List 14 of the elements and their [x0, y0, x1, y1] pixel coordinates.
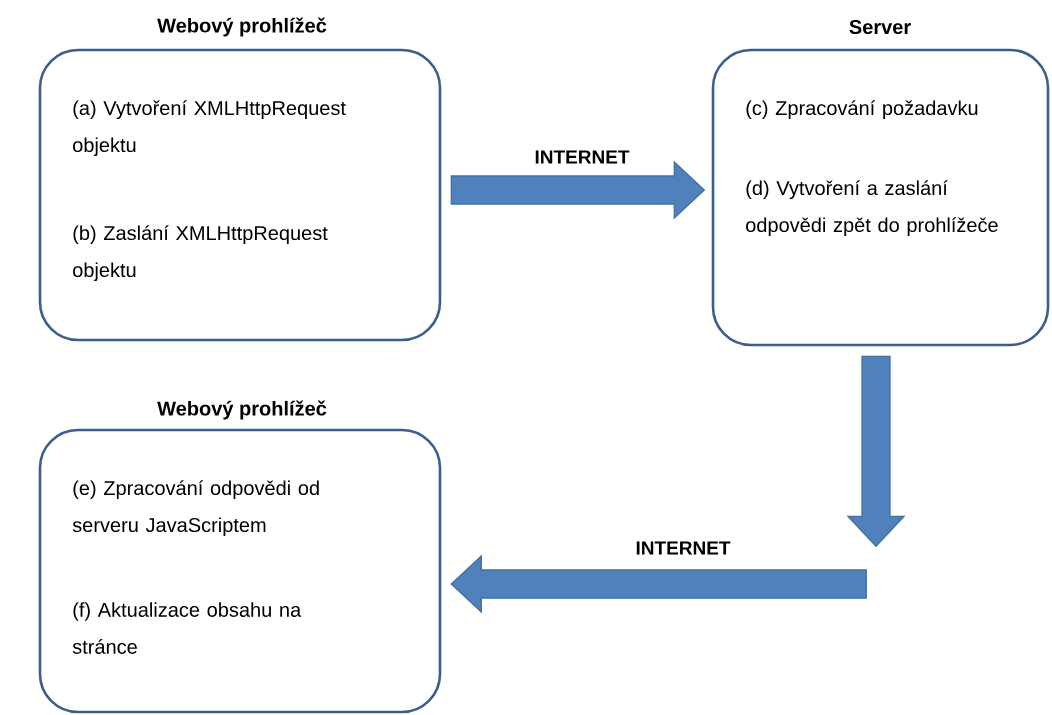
box-heading: Server: [849, 19, 911, 35]
block-arrow: [450, 554, 867, 614]
box-heading: Webový prohlížeč: [157, 17, 327, 37]
edge-label: INTERNET: [533, 149, 631, 165]
step-text: (a) Vytvoření XMLHttpRequest objektu: [73, 100, 346, 157]
step-text: (c) Zpracování požadavku: [746, 100, 978, 120]
step-text: (d) Vytvoření a zaslání odpovědi zpět do prohlížeče: [746, 180, 998, 237]
edge-label: INTERNET: [634, 540, 732, 556]
box-heading: Webový prohlížeč: [157, 400, 327, 420]
step-text: (f) Aktualizace obsahu na stránce: [72, 602, 302, 654]
step-text: (b) Zaslání XMLHttpRequest objektu: [73, 225, 328, 282]
block-arrow: [450, 160, 706, 220]
block-arrow: [846, 355, 906, 548]
step-text: (e) Zpracování odpovědi od serveru JavaScriptem: [72, 480, 319, 537]
